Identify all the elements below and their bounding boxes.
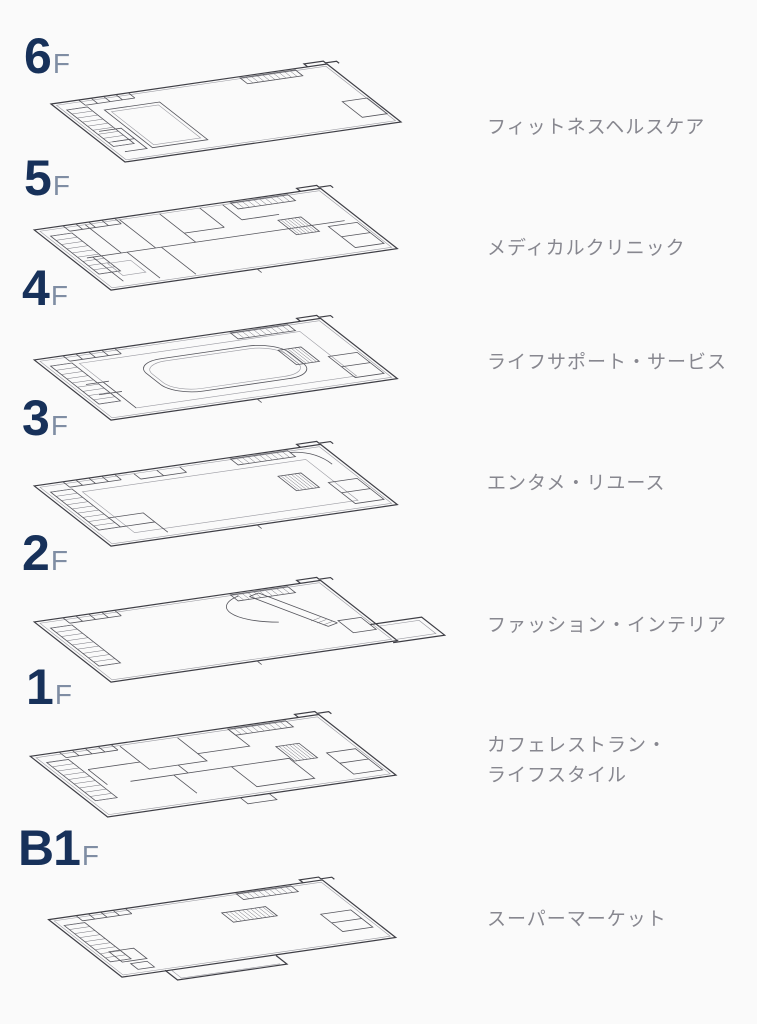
floor-number: 5 [24,150,52,206]
floor-suffix: F [50,280,68,311]
floor-suffix: F [52,48,70,79]
floor-plan-2f-isometric [28,574,443,701]
floor-plan-4f-isometric [28,312,443,439]
floor-plan-5f-isometric [28,182,443,309]
floor-plan-6f-isometric [45,58,445,180]
floor-category-label: エンタメ・リユース [487,473,666,494]
floor-category-label: ライフサポート・サービス [487,352,728,373]
floor-plan-1f-isometric [24,708,442,836]
floor-category-label: メディカルクリニック [487,238,686,259]
floor-suffix: F [50,545,68,576]
floor-label-b1f: B1F [18,818,99,878]
floor-suffix: F [52,170,70,201]
floor-plan-b1f-isometric [42,874,440,995]
floor-label-5f: 5F [24,148,70,208]
floor-label-6f: 6F [24,26,70,86]
floor-label-2f: 2F [22,523,68,583]
floor-category-label: ファッション・インテリア [487,615,728,636]
floor-category-label: スーパーマーケット [487,909,667,930]
floor-number: 4 [22,260,50,316]
floor-suffix: F [81,840,100,871]
floor-suffix: F [54,679,72,710]
floor-suffix: F [50,410,68,441]
floor-number: 1 [26,659,54,715]
floor-number: 6 [24,28,52,84]
floor-label-1f: 1F [26,657,72,717]
floor-number: B1 [18,820,81,876]
floor-label-4f: 4F [22,258,68,318]
floor-number: 3 [22,390,50,446]
floor-label-3f: 3F [22,388,68,448]
floor-category-label: カフェレストラン・ ライフスタイル [487,735,668,786]
floor-number: 2 [22,525,50,581]
floor-plan-3f-isometric [28,438,443,565]
floor-category-label: フィットネスヘルスケア [487,117,706,138]
